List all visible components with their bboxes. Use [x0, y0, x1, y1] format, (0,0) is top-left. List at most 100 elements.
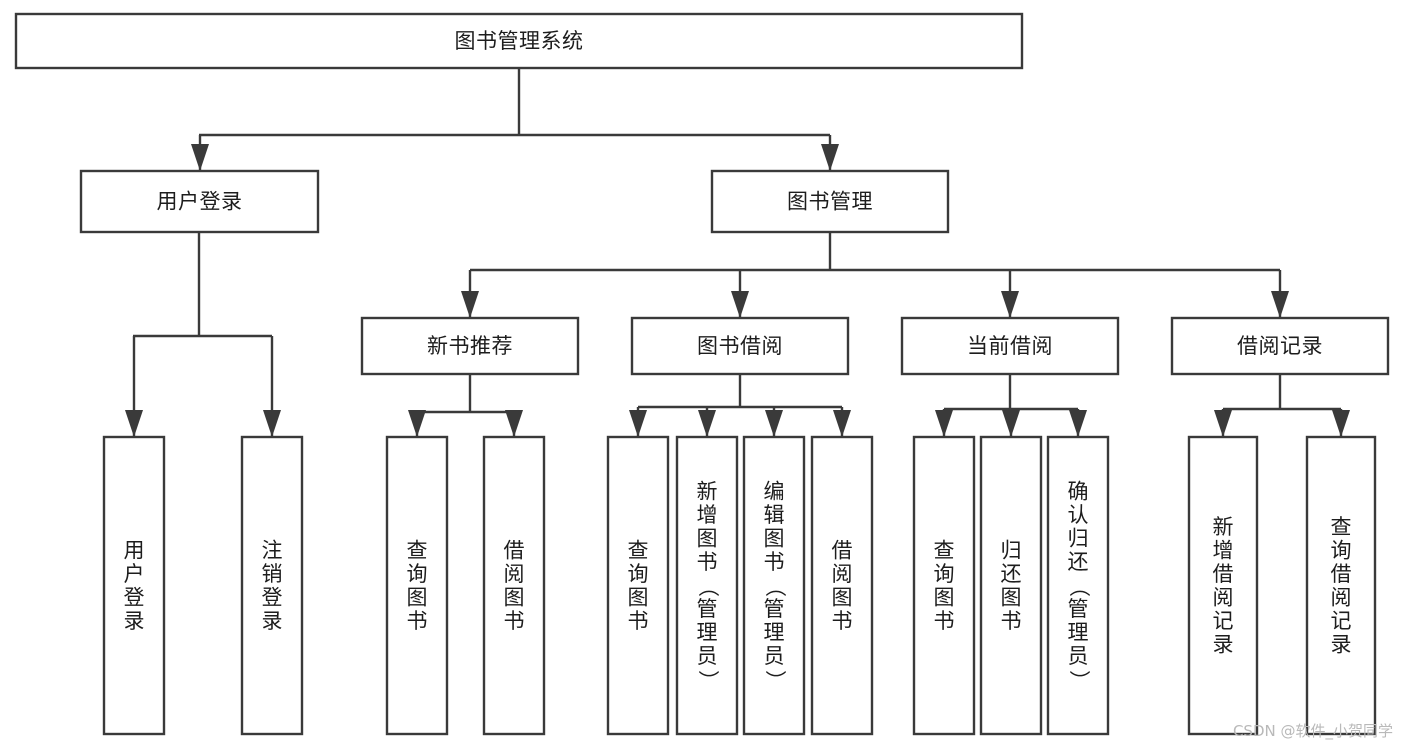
node-new-book-rec[interactable]: 新书推荐 — [360, 316, 580, 376]
csdn-watermark: CSDN @软件_小贺同学 — [1232, 722, 1393, 740]
node-label-char: 查 — [934, 538, 955, 562]
node-book-borrow[interactable]: 图书借阅 — [630, 316, 850, 376]
node-box — [1305, 435, 1377, 736]
node-label-char: 阅 — [1213, 585, 1234, 609]
node-label-char: 查 — [628, 538, 649, 562]
node-label-char: 借 — [1331, 562, 1352, 586]
node-box — [1046, 435, 1110, 736]
arrow-head-icon — [191, 144, 209, 171]
node-label-char: 记 — [1213, 609, 1234, 633]
node-label: 借阅记录 — [1237, 334, 1323, 358]
node-label-char: 询 — [934, 562, 955, 586]
node-label-char: 辑 — [764, 503, 785, 527]
arrow-head-icon — [505, 410, 523, 437]
node-label-char: 图 — [407, 585, 428, 609]
arrow-head-icon — [1271, 291, 1289, 318]
node-label-char: 书 — [504, 609, 525, 633]
node-label-char: 录 — [124, 609, 145, 633]
node-user-login[interactable]: 用户登录 — [79, 169, 320, 234]
node-label-char: 认 — [1068, 503, 1089, 527]
node-label: 图书借阅 — [697, 334, 783, 358]
node-label-char: 增 — [1213, 538, 1234, 562]
node-label-char: 图 — [697, 527, 718, 551]
arrow-head-icon — [408, 410, 426, 437]
node-book-manage[interactable]: 图书管理 — [710, 169, 950, 234]
node-box — [900, 316, 1120, 376]
node-label: 图书管理系统 — [455, 29, 584, 53]
node-label-char: 借 — [832, 538, 853, 562]
node-label-char: 书 — [764, 550, 785, 574]
node-box — [102, 435, 166, 736]
arrow-head-icon — [263, 410, 281, 437]
node-label-char: 阅 — [1331, 585, 1352, 609]
node-label-char: 借 — [504, 538, 525, 562]
node-label-char: 注 — [262, 538, 283, 562]
arrow-head-icon — [698, 410, 716, 437]
node-label-char: （ — [1067, 576, 1091, 597]
arrow-head-icon — [935, 410, 953, 437]
node-box — [606, 435, 670, 736]
node-label: 新书推荐 — [427, 334, 513, 358]
node-label-char: 户 — [124, 562, 145, 586]
node-box — [1187, 435, 1259, 736]
node-label: 图书管理 — [787, 190, 873, 214]
node-label-char: 书 — [407, 609, 428, 633]
node-root[interactable]: 图书管理系统 — [14, 12, 1024, 70]
node-label-char: 登 — [262, 585, 283, 609]
node-label-char: 管 — [697, 597, 718, 621]
node-label-char: 图 — [1001, 585, 1022, 609]
arrow-head-icon — [821, 144, 839, 171]
node-label-char: 图 — [764, 527, 785, 551]
node-label-char: 录 — [1331, 632, 1352, 656]
node-label-char: 归 — [1068, 527, 1089, 551]
node-borrow-record[interactable]: 借阅记录 — [1170, 316, 1390, 376]
node-label-char: 书 — [697, 550, 718, 574]
arrow-head-icon — [1001, 291, 1019, 318]
node-label-char: 还 — [1068, 550, 1089, 574]
node-label-char: 确 — [1068, 480, 1089, 504]
node-label-char: 询 — [1331, 538, 1352, 562]
node-box — [14, 12, 1024, 70]
node-box — [979, 435, 1043, 736]
node-label-char: （ — [696, 576, 720, 597]
node-label-char: ） — [763, 670, 787, 691]
node-label-char: 阅 — [504, 562, 525, 586]
node-label-char: 归 — [1001, 538, 1022, 562]
node-leaf-user-login[interactable]: 用户登录 — [102, 435, 166, 736]
node-label-char: 员 — [1068, 644, 1089, 668]
node-box — [710, 169, 950, 234]
node-label-char: 书 — [628, 609, 649, 633]
node-label-char: 询 — [407, 562, 428, 586]
node-current-borrow[interactable]: 当前借阅 — [900, 316, 1120, 376]
node-label-char: 图 — [504, 585, 525, 609]
arrow-head-icon — [461, 291, 479, 318]
node-box — [675, 435, 739, 736]
arrow-head-icon — [1002, 410, 1020, 437]
node-label-char: 查 — [407, 538, 428, 562]
connector-layer — [125, 68, 1350, 437]
node-box — [482, 435, 546, 736]
node-label-char: 新 — [697, 480, 718, 504]
node-label-char: 理 — [1068, 621, 1089, 645]
node-label-char: 增 — [697, 503, 718, 527]
node-box — [742, 435, 806, 736]
node-box — [385, 435, 449, 736]
node-label-char: 询 — [628, 562, 649, 586]
node-box — [79, 169, 320, 234]
arrow-head-icon — [1214, 410, 1232, 437]
node-label-char: 编 — [764, 480, 785, 504]
